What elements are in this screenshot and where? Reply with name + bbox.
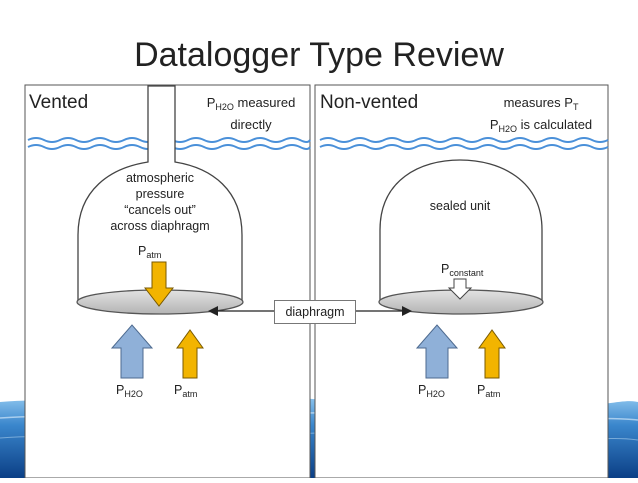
vented-note-sub: H2O (215, 102, 234, 112)
vented-note-p: P (206, 95, 216, 110)
nonvented-dome (379, 159, 543, 302)
nonvented-ph2o-sub: H2O (426, 389, 445, 399)
vented-dome-line-1: atmospheric (125, 171, 195, 185)
nonvented-note: measures PT PH2O is calculated (478, 94, 604, 138)
slide-title: Datalogger Type Review (134, 36, 504, 74)
vented-dome-line-3: “cancels out” (124, 203, 196, 217)
nonvented-note-line1: measures P (503, 95, 573, 110)
vented-inner-patm-label: Patm (138, 244, 161, 260)
vented-note-rest: measured (233, 95, 296, 110)
nonvented-note-line1-sub: T (572, 102, 579, 112)
vented-heading: Vented (29, 92, 89, 113)
vented-note: PH2O measured directly (196, 94, 306, 133)
nonvented-ph2o-p: P (418, 383, 427, 397)
vented-inner-p-sub: atm (146, 250, 162, 260)
diaphragm-pointer-right-head (402, 306, 412, 316)
nonvented-inner-p: P (441, 262, 450, 276)
nonvented-inner-pconstant-label: Pconstant (441, 262, 483, 278)
nonvented-note-line2-rest: is calculated (517, 117, 593, 132)
vented-inner-p: P (138, 244, 147, 258)
nonvented-note-line2-p: P (489, 117, 499, 132)
vented-ph2o-p: P (116, 383, 125, 397)
nonvented-water-surface (319, 137, 609, 143)
nonvented-patm-label: Patm (477, 383, 500, 399)
vented-patm-p: P (174, 383, 183, 397)
vented-dome-text: atmospheric pressure “cancels out” acros… (90, 170, 230, 234)
nonvented-inner-p-sub: constant (449, 268, 484, 278)
nonvented-ph2o-arrow (415, 324, 459, 379)
nonvented-patm-p: P (477, 383, 486, 397)
nonvented-patm-sub: atm (485, 389, 501, 399)
vented-note-line2: directly (230, 117, 272, 132)
vented-ph2o-sub: H2O (124, 389, 143, 399)
vented-dome-line-2: pressure (135, 187, 185, 201)
nonvented-dome-text: sealed unit (429, 199, 491, 213)
vented-inner-patm-arrow (143, 261, 175, 307)
vented-patm-sub: atm (182, 389, 198, 399)
nonvented-patm-arrow (478, 329, 506, 379)
vented-ph2o-arrow (110, 324, 154, 379)
nonvented-note-line2-sub: H2O (498, 124, 518, 134)
diaphragm-label: diaphragm (274, 300, 356, 324)
nonvented-water-surface-2 (319, 144, 609, 150)
nonvented-inner-pconstant-arrow (447, 278, 473, 300)
vented-dome-line-4: across diaphragm (110, 219, 210, 233)
diaphragm-pointer-left-head (208, 306, 218, 316)
nonvented-heading: Non-vented (320, 92, 419, 113)
vented-ph2o-label: PH2O (116, 383, 143, 399)
vented-patm-arrow (176, 329, 204, 379)
vented-patm-label: Patm (174, 383, 197, 399)
nonvented-ph2o-label: PH2O (418, 383, 445, 399)
vented-dome (77, 85, 243, 302)
